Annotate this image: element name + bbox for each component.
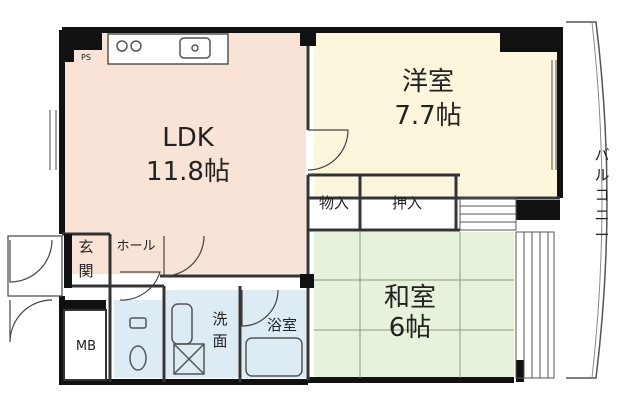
ldk-size: 11.8帖 [146, 157, 230, 187]
hall-label: ホール [116, 239, 155, 254]
ps-label: PS [81, 53, 91, 62]
senmen-label-1: 洗 [212, 310, 227, 328]
engawa [459, 197, 555, 379]
entrance-platform [7, 235, 63, 297]
japanese-room-label: 和室 [384, 283, 436, 313]
senmen-label-2: 面 [212, 332, 227, 350]
western-room-floor [314, 30, 558, 196]
mb-box [63, 309, 107, 381]
wall-columns [62, 30, 560, 382]
japanese-room-size: 6帖 [389, 313, 432, 343]
western-room-label: 洋室 [402, 67, 454, 97]
kitchen-counter [107, 33, 229, 65]
genkan-label-2: 関 [78, 262, 93, 280]
balcony-char: ー [594, 226, 609, 244]
doors [9, 129, 349, 343]
toilet-floor [114, 300, 162, 378]
genkan-label-1: 玄 [78, 238, 93, 256]
mb-label: MB [76, 339, 96, 354]
oshiire-label: 押入 [392, 194, 422, 212]
western-room-size: 7.7帖 [394, 101, 461, 131]
bathroom-floor [242, 290, 306, 378]
balcony-char: バ [594, 146, 609, 164]
fixtures [129, 303, 303, 377]
closet-label: 物入 [319, 194, 349, 212]
balcony-char: ニ [594, 206, 609, 224]
balcony-rail [591, 21, 603, 379]
ldk-label: LDK [162, 123, 215, 153]
balcony-outline [566, 21, 608, 379]
balcony-char: ル [594, 166, 609, 184]
windows [49, 60, 557, 170]
tatami-lines [314, 232, 514, 378]
japanese-room-floor [314, 232, 514, 378]
balcony-char: コ [594, 186, 609, 204]
bathroom-label: 浴室 [267, 316, 297, 334]
